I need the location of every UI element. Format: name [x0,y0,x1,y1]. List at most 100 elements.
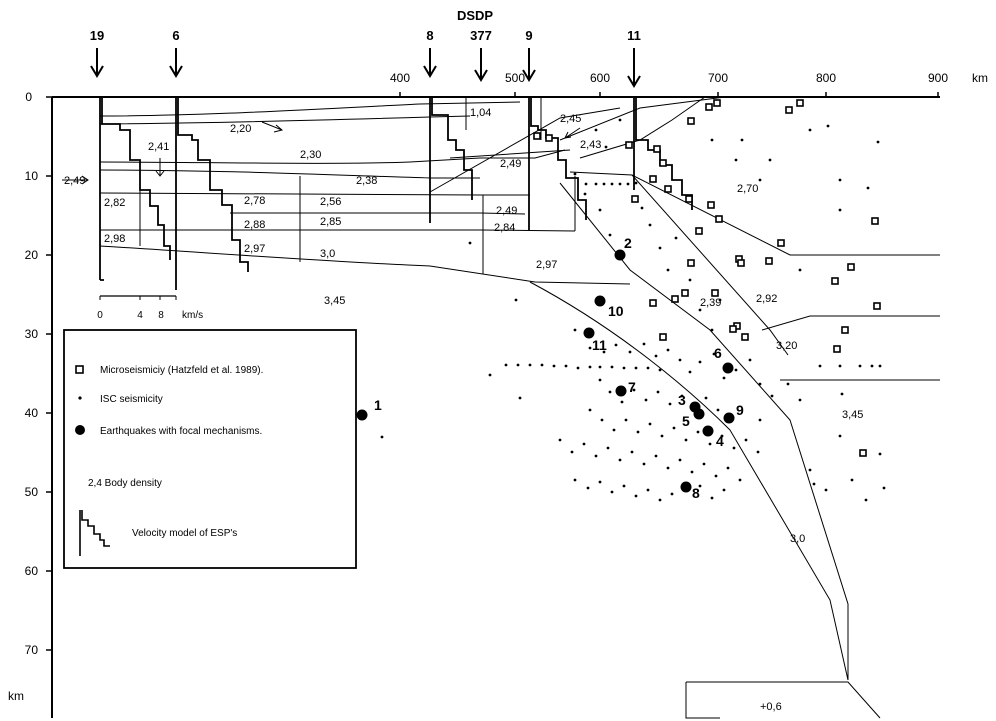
svg-text:500: 500 [505,71,525,85]
svg-text:2,49: 2,49 [64,175,85,187]
svg-text:50: 50 [25,485,39,499]
svg-text:8: 8 [158,310,164,321]
svg-text:3,20: 3,20 [776,340,797,352]
well-marker-11: 11 [627,28,641,88]
svg-text:2,98: 2,98 [104,233,125,245]
earthquake-4 [702,425,714,437]
isc-seismicity-dots [380,118,886,502]
microseismicity-legend-icon [75,365,84,374]
earthquake-11 [583,327,595,339]
svg-text:3: 3 [678,392,686,408]
svg-text:1: 1 [374,397,382,413]
legend-isc: ISC seismicity [100,394,163,405]
legend-density: 2,4 Body density [88,478,162,489]
svg-text:2,56: 2,56 [320,196,341,208]
svg-text:1,04: 1,04 [470,107,491,119]
svg-text:7: 7 [628,379,636,395]
velocity-profiles [99,97,693,290]
svg-text:+0,6: +0,6 [760,701,782,713]
svg-text:2,97: 2,97 [536,259,557,271]
svg-text:2,20: 2,20 [230,123,251,135]
focal-legend-icon [75,425,85,435]
svg-text:2,49: 2,49 [496,205,517,217]
model-boundaries [99,96,940,719]
svg-text:2,78: 2,78 [244,195,265,207]
well-marker-377: 377 [470,28,492,82]
y-axis: 0 10 20 30 40 50 60 70 km [8,90,53,718]
svg-text:377: 377 [470,28,492,43]
svg-text:900: 900 [928,71,948,85]
velocity-profile-19 [99,97,104,281]
svg-text:2,85: 2,85 [320,216,341,228]
svg-text:km: km [8,689,24,703]
svg-text:6: 6 [172,28,179,43]
earthquake-5 [693,408,705,420]
svg-text:9: 9 [736,402,744,418]
svg-text:70: 70 [25,643,39,657]
svg-text:9: 9 [525,28,532,43]
svg-text:600: 600 [590,71,610,85]
earthquake-1 [356,409,368,421]
legend-microseismicity: Microseismiciy (Hatzfeld et al. 1989). [100,365,263,376]
x-axis: 400 500 600 700 800 900 km [52,71,988,98]
well-marker-19: 19 [90,28,104,78]
legend-focal: Earthquakes with focal mechanisms. [100,426,262,437]
legend-velocity: Velocity model of ESP's [132,528,237,539]
svg-text:2,39: 2,39 [700,297,721,309]
earthquake-10 [594,295,606,307]
svg-text:19: 19 [90,28,104,43]
well-marker-6: 6 [169,28,183,78]
svg-text:2,45: 2,45 [560,113,581,125]
svg-text:3,45: 3,45 [842,409,863,421]
svg-text:0: 0 [97,310,103,321]
focal-earthquakes: 1 2 10 11 6 7 3 5 9 4 8 [356,235,744,501]
svg-text:700: 700 [708,71,728,85]
earthquake-9 [723,412,735,424]
svg-text:2,38: 2,38 [356,175,377,187]
svg-text:20: 20 [25,248,39,262]
microseismicity-markers [533,99,881,457]
legend: Microseismiciy (Hatzfeld et al. 1989). I… [63,329,357,569]
earthquake-8 [680,481,692,493]
well-marker-8: 8 [423,28,437,78]
svg-text:3,45: 3,45 [324,295,345,307]
svg-text:2,97: 2,97 [244,243,265,255]
svg-text:800: 800 [816,71,836,85]
density-labels: 2,20 1,04 2,45 2,41 2,30 2,49 2,43 2,70 … [64,107,863,713]
velocity-scale: 0 4 8 km/s [97,295,203,321]
svg-text:0: 0 [25,90,32,104]
svg-text:11: 11 [592,337,607,353]
svg-text:2,88: 2,88 [244,219,265,231]
dsdp-title: DSDP [457,8,493,23]
well-marker-9: 9 [522,28,536,82]
svg-text:km/s: km/s [182,310,203,321]
svg-text:5: 5 [682,413,690,429]
svg-text:2,43: 2,43 [580,139,601,151]
svg-text:400: 400 [390,71,410,85]
svg-text:60: 60 [25,564,39,578]
svg-text:3,0: 3,0 [790,533,805,545]
svg-text:10: 10 [25,169,39,183]
svg-text:6: 6 [714,345,722,361]
svg-text:40: 40 [25,406,39,420]
svg-text:8: 8 [426,28,433,43]
svg-text:2,92: 2,92 [756,293,777,305]
svg-text:2,41: 2,41 [148,141,169,153]
velocity-legend-icon [79,510,110,556]
pointer-arrows [62,121,581,185]
earthquake-7 [615,385,627,397]
svg-text:km: km [972,71,988,85]
svg-text:11: 11 [627,28,641,43]
svg-text:3,0: 3,0 [320,248,335,260]
svg-text:2,84: 2,84 [494,222,515,234]
svg-text:10: 10 [608,303,624,319]
svg-text:2,82: 2,82 [104,197,125,209]
svg-text:2: 2 [624,235,632,251]
svg-text:2,70: 2,70 [737,183,758,195]
earthquake-2 [614,249,626,261]
earthquake-6 [722,362,734,374]
svg-text:4: 4 [716,433,724,449]
svg-text:30: 30 [25,327,39,341]
well-markers: 19 6 8 377 9 11 [90,28,641,88]
